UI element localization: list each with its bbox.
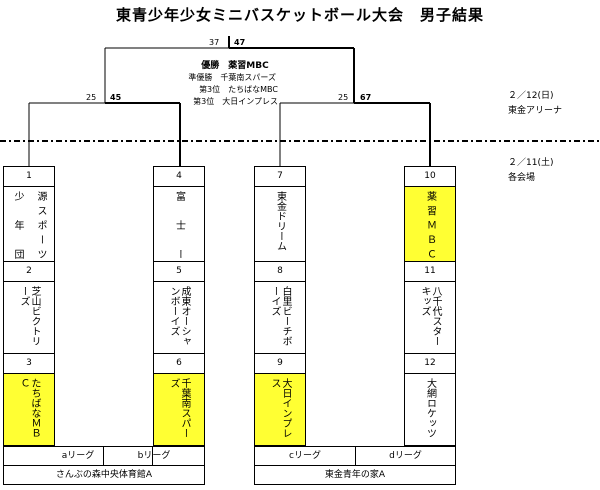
team-number: 1 — [4, 167, 54, 187]
team-11-name-cell: 八千代スターキッズ — [405, 282, 455, 354]
team-3-name-cell: たちばなＭＢＣ — [4, 373, 54, 445]
champion-text: 優勝 薬習MBC — [201, 61, 269, 71]
team-number: 3 — [4, 354, 54, 374]
team-12-name: 大網ロケッツ — [424, 377, 436, 438]
team-number: 9 — [255, 354, 305, 374]
team-number: 10 — [405, 167, 455, 187]
team-6-name: 千葉南スパーズ — [168, 377, 190, 438]
team-5-name-cell: 成東オーシャンボーイズ — [154, 282, 204, 354]
team-10-name: 薬習ＭＢＣ — [424, 191, 436, 259]
team-column-b: 4 富士ー 5 成東オーシャンボーイズ 6 千葉南スパーズ — [153, 166, 205, 446]
team-12-name-cell: 大網ロケッツ — [405, 374, 455, 445]
team-6-name-cell: 千葉南スパーズ — [154, 373, 204, 445]
team-3-name: たちばなＭＢＣ — [18, 377, 40, 438]
third-place-2-text: 第3位 大日インプレス — [193, 97, 278, 106]
league-b-label: bリーグ — [103, 446, 205, 466]
venue-b-label: 東金青年の家A — [254, 465, 456, 485]
team-1-name-cell: 源スポーツ 少年団 — [4, 187, 54, 263]
score-semi-right-win: 67 — [360, 93, 372, 102]
team-9-name-cell: 大日インプレス — [255, 373, 305, 445]
team-number: 5 — [154, 262, 204, 283]
team-number: 7 — [255, 167, 305, 187]
team-number: 4 — [154, 167, 204, 187]
team-column-d: 10 薬習ＭＢＣ 11 八千代スターキッズ 12 大網ロケッツ — [404, 166, 456, 446]
page-title: 東青少年少女ミニバスケットボール大会 男子結果 — [115, 6, 484, 24]
team-5-name: 成東オーシャンボーイズ — [168, 286, 190, 347]
team-9-name: 大日インプレス — [269, 377, 291, 438]
team-column-a-left: 1 源スポーツ 少年団 2 芝山ビクトリーズ 3 たちばなＭＢＣ — [3, 166, 55, 446]
team-2-name-cell: 芝山ビクトリーズ — [4, 282, 54, 354]
team-7-name: 東金ドリーム — [274, 191, 286, 251]
early-date: ２／11(土) — [508, 158, 554, 168]
score-final-left: 37 — [209, 38, 220, 47]
score-semi-left-lose: 25 — [86, 93, 97, 102]
team-number: 12 — [405, 354, 455, 374]
team-8-name-cell: 白里ビーチボーイズ — [255, 282, 305, 354]
third-place-1-text: 第3位 たちばなMBC — [199, 85, 278, 94]
score-semi-left-win: 45 — [110, 93, 122, 102]
team-column-c: 7 東金ドリーム 8 白里ビーチボーイズ 9 大日インプレス — [254, 166, 306, 446]
team-number: 8 — [255, 262, 305, 283]
team-number: 2 — [4, 262, 54, 283]
team-10-name-cell: 薬習ＭＢＣ — [405, 187, 455, 263]
score-semi-right-lose: 25 — [338, 93, 349, 102]
team-11-name: 八千代スターキッズ — [419, 286, 441, 347]
team-1-name: 源スポーツ — [35, 191, 46, 259]
score-final-right: 47 — [234, 38, 246, 47]
early-venue: 各会場 — [508, 173, 536, 183]
team-7-name-cell: 東金ドリーム — [255, 187, 305, 263]
team-1-name-suffix: 少年団 — [12, 191, 23, 259]
venue-a-label: さんぶの森中央体育館A — [3, 465, 205, 485]
league-c-label: cリーグ — [254, 446, 356, 466]
team-8-name: 白里ビーチボーイズ — [269, 286, 291, 347]
final-date: ２／12(日) — [508, 91, 554, 101]
runner-up-text: 準優勝 千葉南スパーズ — [188, 73, 276, 82]
results-box: 優勝 薬習MBC 準優勝 千葉南スパーズ 第3位 たちばなMBC 第3位 大日イ… — [150, 60, 300, 108]
team-4-name-cell: 富士ー — [154, 187, 204, 263]
team-2-name: 芝山ビクトリーズ — [18, 286, 40, 347]
team-number: 6 — [154, 354, 204, 374]
team-number: 11 — [405, 262, 455, 283]
league-d-label: dリーグ — [355, 446, 456, 466]
final-venue: 東金アリーナ — [508, 106, 563, 116]
team-4-name: 富士ー — [173, 191, 185, 259]
